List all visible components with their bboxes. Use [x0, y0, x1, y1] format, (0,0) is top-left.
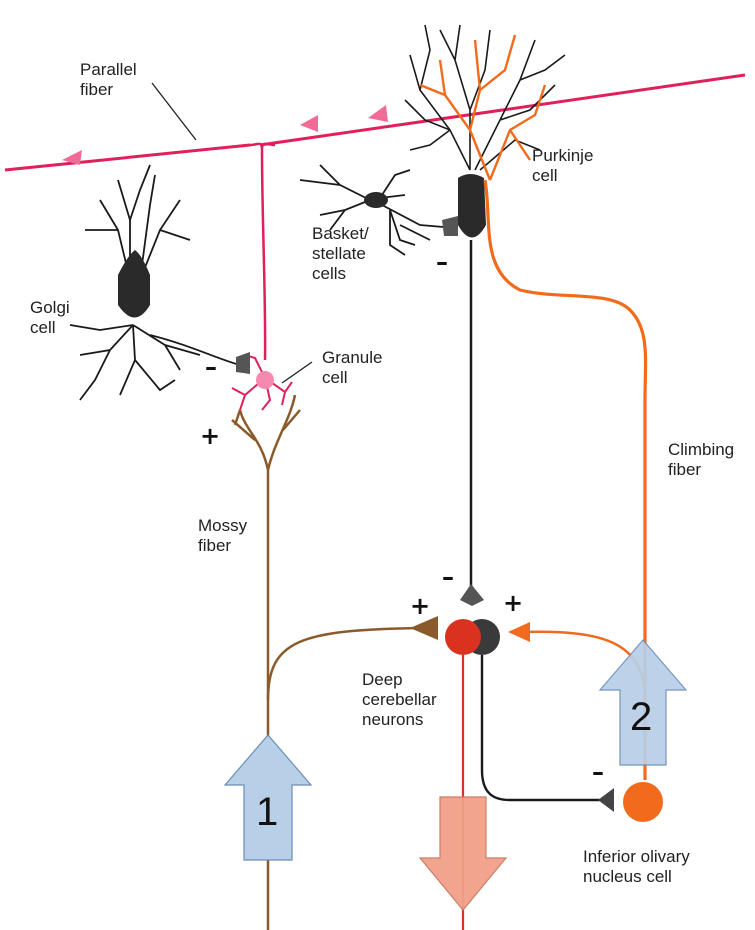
purkinje-cell-label: Purkinje cell [532, 146, 593, 186]
output-arrow [420, 797, 506, 910]
arrow-1-number: 1 [256, 792, 278, 832]
inferior-olivary-cell [623, 782, 663, 822]
granule-cell-body [256, 371, 274, 389]
parallel-fiber-pointer [152, 83, 196, 140]
olive-minus-sign: – [592, 760, 604, 784]
parallel-fiber-synapse [368, 105, 388, 122]
deep-right-plus-sign: + [503, 591, 523, 615]
deep-neuron-red [445, 619, 481, 655]
parallel-fiber-synapse [300, 115, 318, 132]
basket-stellate-label: Basket/ stellate cells [312, 224, 369, 284]
granule-cell-pointer [282, 362, 312, 383]
purkinje-minus-sign: – [442, 565, 454, 589]
deep-to-olive-axon [482, 655, 600, 800]
basket-cell-body [364, 192, 388, 208]
basket-terminal-triangle [442, 216, 458, 236]
parallel-fiber-label: Parallel fiber [80, 60, 137, 100]
inferior-olivary-label: Inferior olivary nucleus cell [583, 847, 690, 887]
climbing-terminal-triangle [508, 622, 530, 642]
olive-terminal-triangle [598, 788, 614, 812]
basket-minus-sign: – [436, 250, 448, 274]
granule-cell-label: Granule cell [322, 348, 382, 388]
mossy-plus-sign: + [200, 424, 220, 448]
climbing-fiber-label: Climbing fiber [668, 440, 734, 480]
golgi-cell-body [118, 250, 150, 318]
purkinje-terminal-triangle [460, 584, 484, 606]
granule-axon [250, 144, 275, 360]
deep-left-plus-sign: + [410, 594, 430, 618]
deep-cerebellar-label: Deep cerebellar neurons [362, 670, 437, 730]
golgi-minus-sign: – [205, 355, 217, 379]
golgi-cell-label: Golgi cell [30, 298, 70, 338]
purkinje-cell-body [458, 174, 486, 238]
arrow-2-number: 2 [630, 697, 652, 737]
golgi-terminal-triangle [236, 352, 250, 374]
mossy-fiber-label: Mossy fiber [198, 516, 247, 556]
